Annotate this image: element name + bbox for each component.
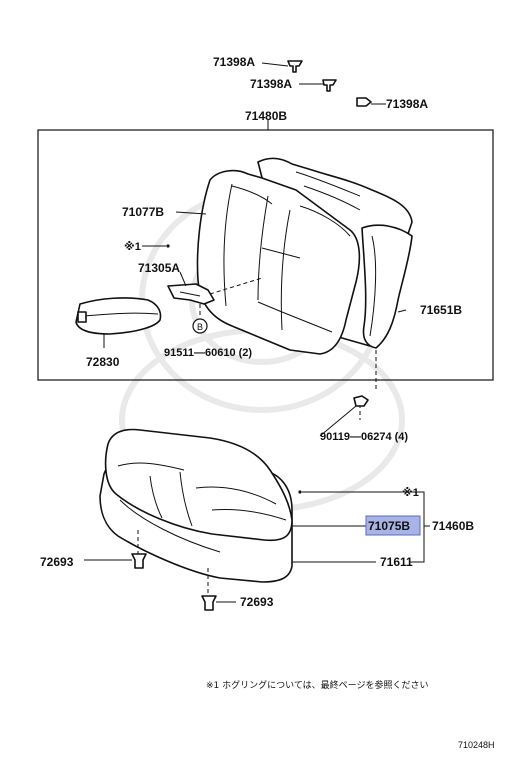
nut-icon[interactable]: [353, 395, 369, 407]
asterisk-mark: ※1: [124, 241, 141, 253]
circle-b-marker: B: [192, 318, 208, 334]
seat-back-frame[interactable]: [361, 224, 413, 349]
highlight-box: [365, 515, 421, 536]
clip-icon[interactable]: [356, 97, 372, 107]
clip-icon[interactable]: [322, 79, 337, 92]
part-label-72830[interactable]: 72830: [86, 355, 120, 369]
figure-code: 710248H: [458, 740, 495, 750]
part-label-71398a[interactable]: 71398A: [213, 55, 255, 69]
hook-icon[interactable]: [131, 553, 147, 569]
bracket[interactable]: [167, 283, 215, 305]
part-label-71398a[interactable]: 71398A: [386, 97, 428, 111]
asterisk-mark: ※1: [402, 487, 419, 499]
part-label-71398a[interactable]: 71398A: [250, 77, 292, 91]
seat-back-pad[interactable]: [196, 169, 361, 355]
part-label-72693[interactable]: 72693: [40, 555, 74, 569]
hook-icon[interactable]: [201, 595, 217, 611]
footnote: ※1 ホグリングについては、最終ページを参照ください: [206, 679, 429, 691]
part-label-71460b[interactable]: 71460B: [432, 519, 474, 533]
part-label-71480b[interactable]: 71480B: [245, 109, 287, 123]
part-label-71075b[interactable]: 71075B: [368, 519, 410, 533]
part-label-71077b[interactable]: 71077B: [122, 205, 164, 219]
part-label-72693[interactable]: 72693: [240, 595, 274, 609]
part-label-71651b[interactable]: 71651B: [420, 303, 462, 317]
armrest[interactable]: [75, 297, 162, 335]
part-label-90119[interactable]: 90119—06274 (4): [320, 431, 408, 443]
back-assembly-frame: [37, 129, 494, 381]
clip-icon[interactable]: [287, 60, 303, 73]
circle-b-label: B: [197, 322, 203, 332]
part-label-71611[interactable]: 71611: [380, 555, 413, 569]
seat-cushion-pad[interactable]: [104, 428, 293, 542]
part-label-71305a[interactable]: 71305A: [138, 261, 180, 275]
part-label-91511[interactable]: 91511—60610 (2): [164, 347, 252, 359]
